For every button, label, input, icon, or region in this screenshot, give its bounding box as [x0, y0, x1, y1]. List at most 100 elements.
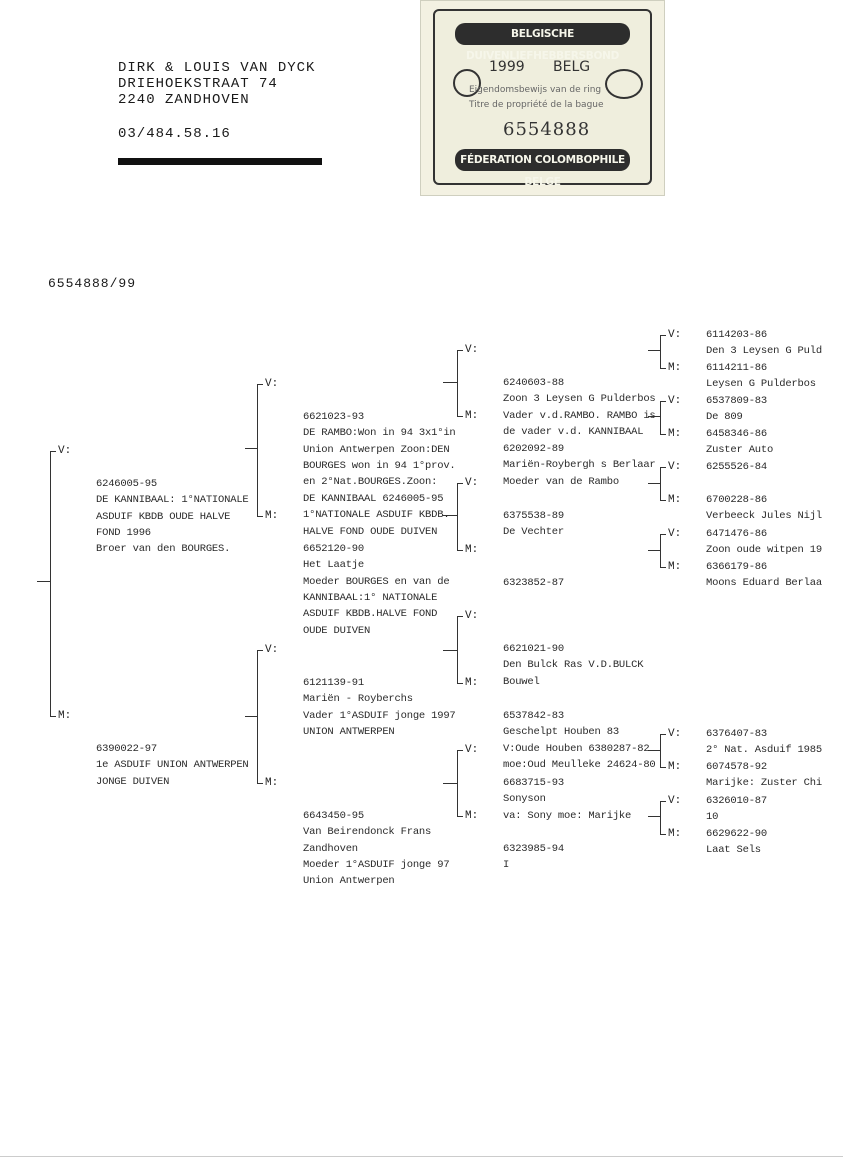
g4-b5-t [660, 734, 666, 735]
ff-bracket [457, 350, 458, 416]
father-bracket-bottom [257, 516, 263, 517]
g4-b1 [660, 335, 661, 368]
g4-b4-stub [648, 550, 660, 551]
ffm-label: M: [465, 410, 479, 422]
g4-b6-b [660, 834, 666, 835]
g4-b6-stub [648, 816, 660, 817]
ff-label: V: [265, 378, 279, 390]
breeder-street: DRIEHOEKSTRAAT 74 [118, 76, 278, 92]
seal-icon [605, 69, 643, 99]
breeder-city: 2240 ZANDHOVEN [118, 92, 250, 108]
g4-b3-b [660, 500, 666, 501]
g4-l8: M: [668, 561, 682, 573]
mf-label: V: [265, 644, 279, 656]
mff-label: V: [465, 610, 479, 622]
seal-left-icon [453, 69, 481, 97]
g4-b6 [660, 801, 661, 834]
g4-b2 [660, 401, 661, 434]
scan-edge-line [0, 1156, 843, 1157]
root-bracket-top [50, 451, 56, 452]
mf-bracket-bottom [457, 683, 463, 684]
mm-stub [443, 783, 457, 784]
g4-l10: M: [668, 761, 682, 773]
card-top-banner: BELGISCHE DUIVENLIEFHEBBERSBOND [455, 23, 630, 62]
g4-b1-b [660, 368, 666, 369]
father-stub [245, 448, 257, 449]
fm-label: M: [265, 510, 279, 522]
pedigree-g4-5: 6255526-84 [706, 461, 768, 473]
mother-bracket-bottom [257, 783, 263, 784]
g4-b5-b [660, 767, 666, 768]
g4-l7: V: [668, 528, 682, 540]
g4-b1-t [660, 335, 666, 336]
g4-l12: M: [668, 828, 682, 840]
g4-b3-stub [648, 483, 660, 484]
card-border: BELGISCHE DUIVENLIEFHEBBERSBOND 1999 BEL… [433, 9, 652, 188]
mm-bracket [457, 750, 458, 816]
root-bracket [50, 451, 51, 716]
card-country: BELG [553, 59, 591, 75]
ring-number-title: 6554888/99 [48, 276, 137, 291]
mf-bracket [457, 616, 458, 683]
fmf-label: V: [465, 477, 479, 489]
mf-bracket-top [457, 616, 463, 617]
g4-b4-t [660, 534, 666, 535]
fm-bracket [457, 483, 458, 550]
ff-bracket-bottom [457, 416, 463, 417]
g4-l11: V: [668, 795, 682, 807]
g4-b1-stub [648, 350, 660, 351]
g4-l5: V: [668, 461, 682, 473]
mmf-label: V: [465, 744, 479, 756]
g4-b2-b [660, 434, 666, 435]
breeder-phone: 03/484.58.16 [118, 126, 231, 142]
g4-l4: M: [668, 428, 682, 440]
fff-label: V: [465, 344, 479, 356]
breeder-name: DIRK & LOUIS VAN DYCK [118, 60, 316, 76]
fmm-label: M: [465, 544, 479, 556]
ff-stub [443, 382, 457, 383]
g4-l2: M: [668, 362, 682, 374]
g4-l3: V: [668, 395, 682, 407]
g4-b4-b [660, 567, 666, 568]
mf-stub [443, 650, 457, 651]
g4-b3-t [660, 467, 666, 468]
ff-bracket-top [457, 350, 463, 351]
g4-l1: V: [668, 329, 682, 341]
mmm-label: M: [465, 810, 479, 822]
fm-bracket-bottom [457, 550, 463, 551]
card-text-fr: Titre de propriété de la bague [469, 100, 604, 110]
father-bracket [257, 384, 258, 516]
card-year: 1999 [489, 59, 525, 75]
g4-b3 [660, 467, 661, 500]
mother-bracket-top [257, 650, 263, 651]
root-stub [37, 581, 50, 582]
g4-b5-stub [648, 750, 660, 751]
g4-l9: V: [668, 728, 682, 740]
ring-certificate-card: BELGISCHE DUIVENLIEFHEBBERSBOND 1999 BEL… [420, 0, 665, 196]
header-underline-bar [118, 158, 322, 165]
g4-b2-t [660, 401, 666, 402]
g4-b5 [660, 734, 661, 767]
root-mother-label: M: [58, 710, 72, 722]
mfm-label: M: [465, 677, 479, 689]
g4-b6-t [660, 801, 666, 802]
